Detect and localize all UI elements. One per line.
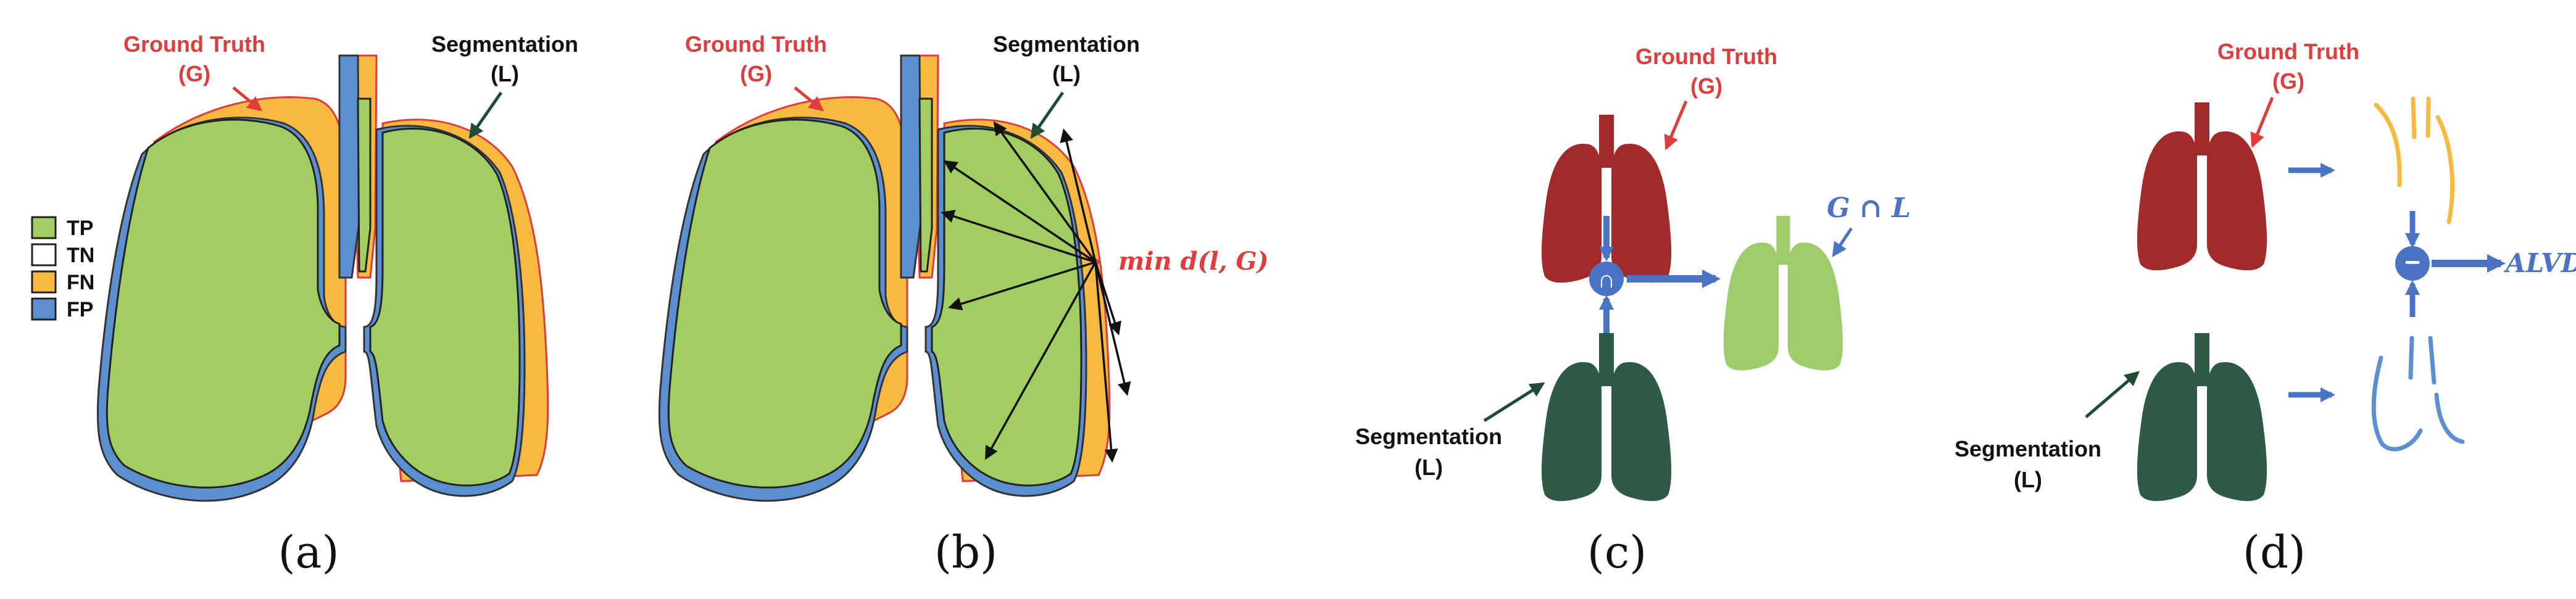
fn-residual (2374, 96, 2455, 225)
ground-truth-arrow-b (794, 86, 825, 112)
ground-truth-symbol-d: (G) (2272, 68, 2304, 94)
caption-a: (a) (278, 526, 339, 578)
intersection-operator (1589, 262, 1624, 296)
panel-b: Ground Truth (G) Segmentation (L) min d(… (658, 31, 1269, 578)
segmentation-label-b: Segmentation (993, 31, 1140, 57)
segmentation-arrow-c (1483, 382, 1545, 423)
ground-truth-label: Ground Truth (123, 31, 265, 57)
subtraction-operator-symbol: − (2404, 247, 2420, 278)
legend-label-tp: TP (67, 217, 93, 240)
ray (943, 160, 1096, 263)
ray (941, 210, 1096, 263)
ground-truth-symbol-c: (G) (1690, 73, 1722, 99)
alvd-label: ALVD (2503, 248, 2576, 278)
panel-a: TP TN FN FP Ground Truth (G) Segmentatio… (31, 31, 578, 578)
ray (1094, 262, 1121, 336)
segmentation-symbol-c: (L) (1415, 455, 1443, 480)
ground-truth-label-c: Ground Truth (1635, 44, 1777, 69)
caption-b: (b) (934, 526, 997, 578)
panel-d: Ground Truth (G) Segmentation (L) − ALVD… (1955, 39, 2576, 578)
intersection-label: G ∩ L (1827, 192, 1911, 224)
ground-truth-arrow-d (2250, 97, 2274, 148)
segmentation-label-c: Segmentation (1355, 424, 1502, 449)
min-distance-label: min d(l, G) (1118, 247, 1269, 276)
ray (1094, 262, 1118, 463)
ground-truth-symbol: (G) (178, 61, 210, 86)
legend-item-fp: FP (31, 297, 93, 321)
ground-truth-arrow-c (1664, 101, 1688, 151)
segmentation-label-d: Segmentation (1955, 436, 2101, 461)
caption-d: (d) (2243, 526, 2306, 578)
caption-c: (c) (1587, 526, 1647, 578)
segmentation-lung-d (2137, 333, 2267, 502)
legend: TP TN FN FP (31, 216, 94, 321)
ray (1060, 128, 1097, 263)
legend-item-tn: TN (31, 243, 94, 267)
ray (985, 262, 1097, 460)
segmentation-arrow-b (1030, 91, 1065, 139)
segmentation-lung (1541, 333, 1672, 502)
legend-label-fp: FP (67, 298, 93, 321)
fp-residual (2371, 336, 2465, 452)
ground-truth-arrow (232, 86, 263, 112)
segmentation-symbol: (L) (491, 61, 519, 86)
segmentation-label: Segmentation (431, 31, 578, 57)
legend-label-tn: TN (67, 244, 94, 267)
segmentation-symbol-d: (L) (2014, 467, 2042, 492)
legend-item-tp: TP (31, 216, 93, 240)
segmentation-arrow-d (2085, 371, 2140, 418)
segmentation-arrow (468, 91, 503, 139)
panel-c: Ground Truth (G) Segmentation (L) ∩ G ∩ … (1355, 44, 1911, 578)
intersection-arrow (1832, 227, 1853, 257)
distance-rays (941, 121, 1131, 463)
ray (993, 121, 1097, 263)
ground-truth-symbol-b: (G) (740, 61, 772, 86)
intersection-lung (1723, 216, 1843, 371)
intersection-operator-symbol: ∩ (1598, 266, 1616, 293)
legend-label-fn: FN (67, 271, 94, 294)
subtraction-operator (2395, 246, 2430, 281)
ground-truth-lung-d (2137, 102, 2267, 271)
ground-truth-label-d: Ground Truth (2217, 39, 2359, 64)
legend-item-fn: FN (31, 270, 94, 294)
ground-truth-label-b: Ground Truth (685, 31, 827, 57)
segmentation-symbol-b: (L) (1052, 61, 1081, 86)
ray (948, 261, 1096, 311)
